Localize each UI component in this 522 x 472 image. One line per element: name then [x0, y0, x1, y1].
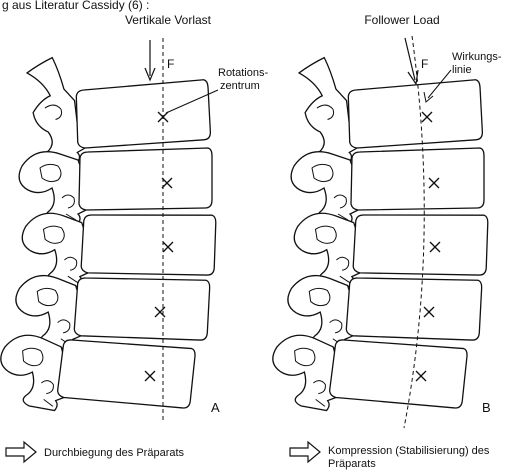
vertebra-b2 — [291, 148, 484, 224]
line-of-action-label-line2: linie — [452, 64, 472, 76]
rotation-center-label-line1: Rotations- — [218, 67, 268, 79]
vertebra-b5 — [268, 333, 468, 412]
panel-b: Follower Load F Wir — [268, 13, 502, 470]
vertebra-a5 — [0, 333, 196, 412]
caption-b-line1: Kompression (Stabilisierung) des — [328, 445, 490, 457]
outline-right-arrow-icon — [6, 442, 36, 462]
line-of-action-label-line1: Wirkungs- — [452, 51, 502, 63]
caption-b-line2: Präparats — [328, 458, 376, 470]
vertebra-b3 — [293, 211, 488, 287]
down-arrow-icon — [145, 40, 155, 80]
panel-letter-b: B — [482, 400, 491, 415]
outline-right-arrow-icon — [290, 442, 320, 462]
force-label-b: F — [421, 57, 428, 71]
down-arrow-icon — [405, 38, 418, 84]
panel-a: Vertikale Vorlast F — [0, 13, 268, 462]
force-label-a: F — [167, 57, 174, 71]
panel-b-title: Follower Load — [364, 13, 439, 27]
vertebra-a3 — [21, 211, 216, 287]
panel-letter-a: A — [211, 400, 220, 415]
vertebra-a2 — [19, 148, 212, 224]
rotation-center-label-line2: zentrum — [220, 80, 260, 92]
caption-a: Durchbiegung des Präparats — [44, 447, 185, 459]
panel-a-title: Vertikale Vorlast — [125, 13, 212, 27]
header-fragment: g aus Literatur Cassidy (6) : — [2, 0, 149, 12]
